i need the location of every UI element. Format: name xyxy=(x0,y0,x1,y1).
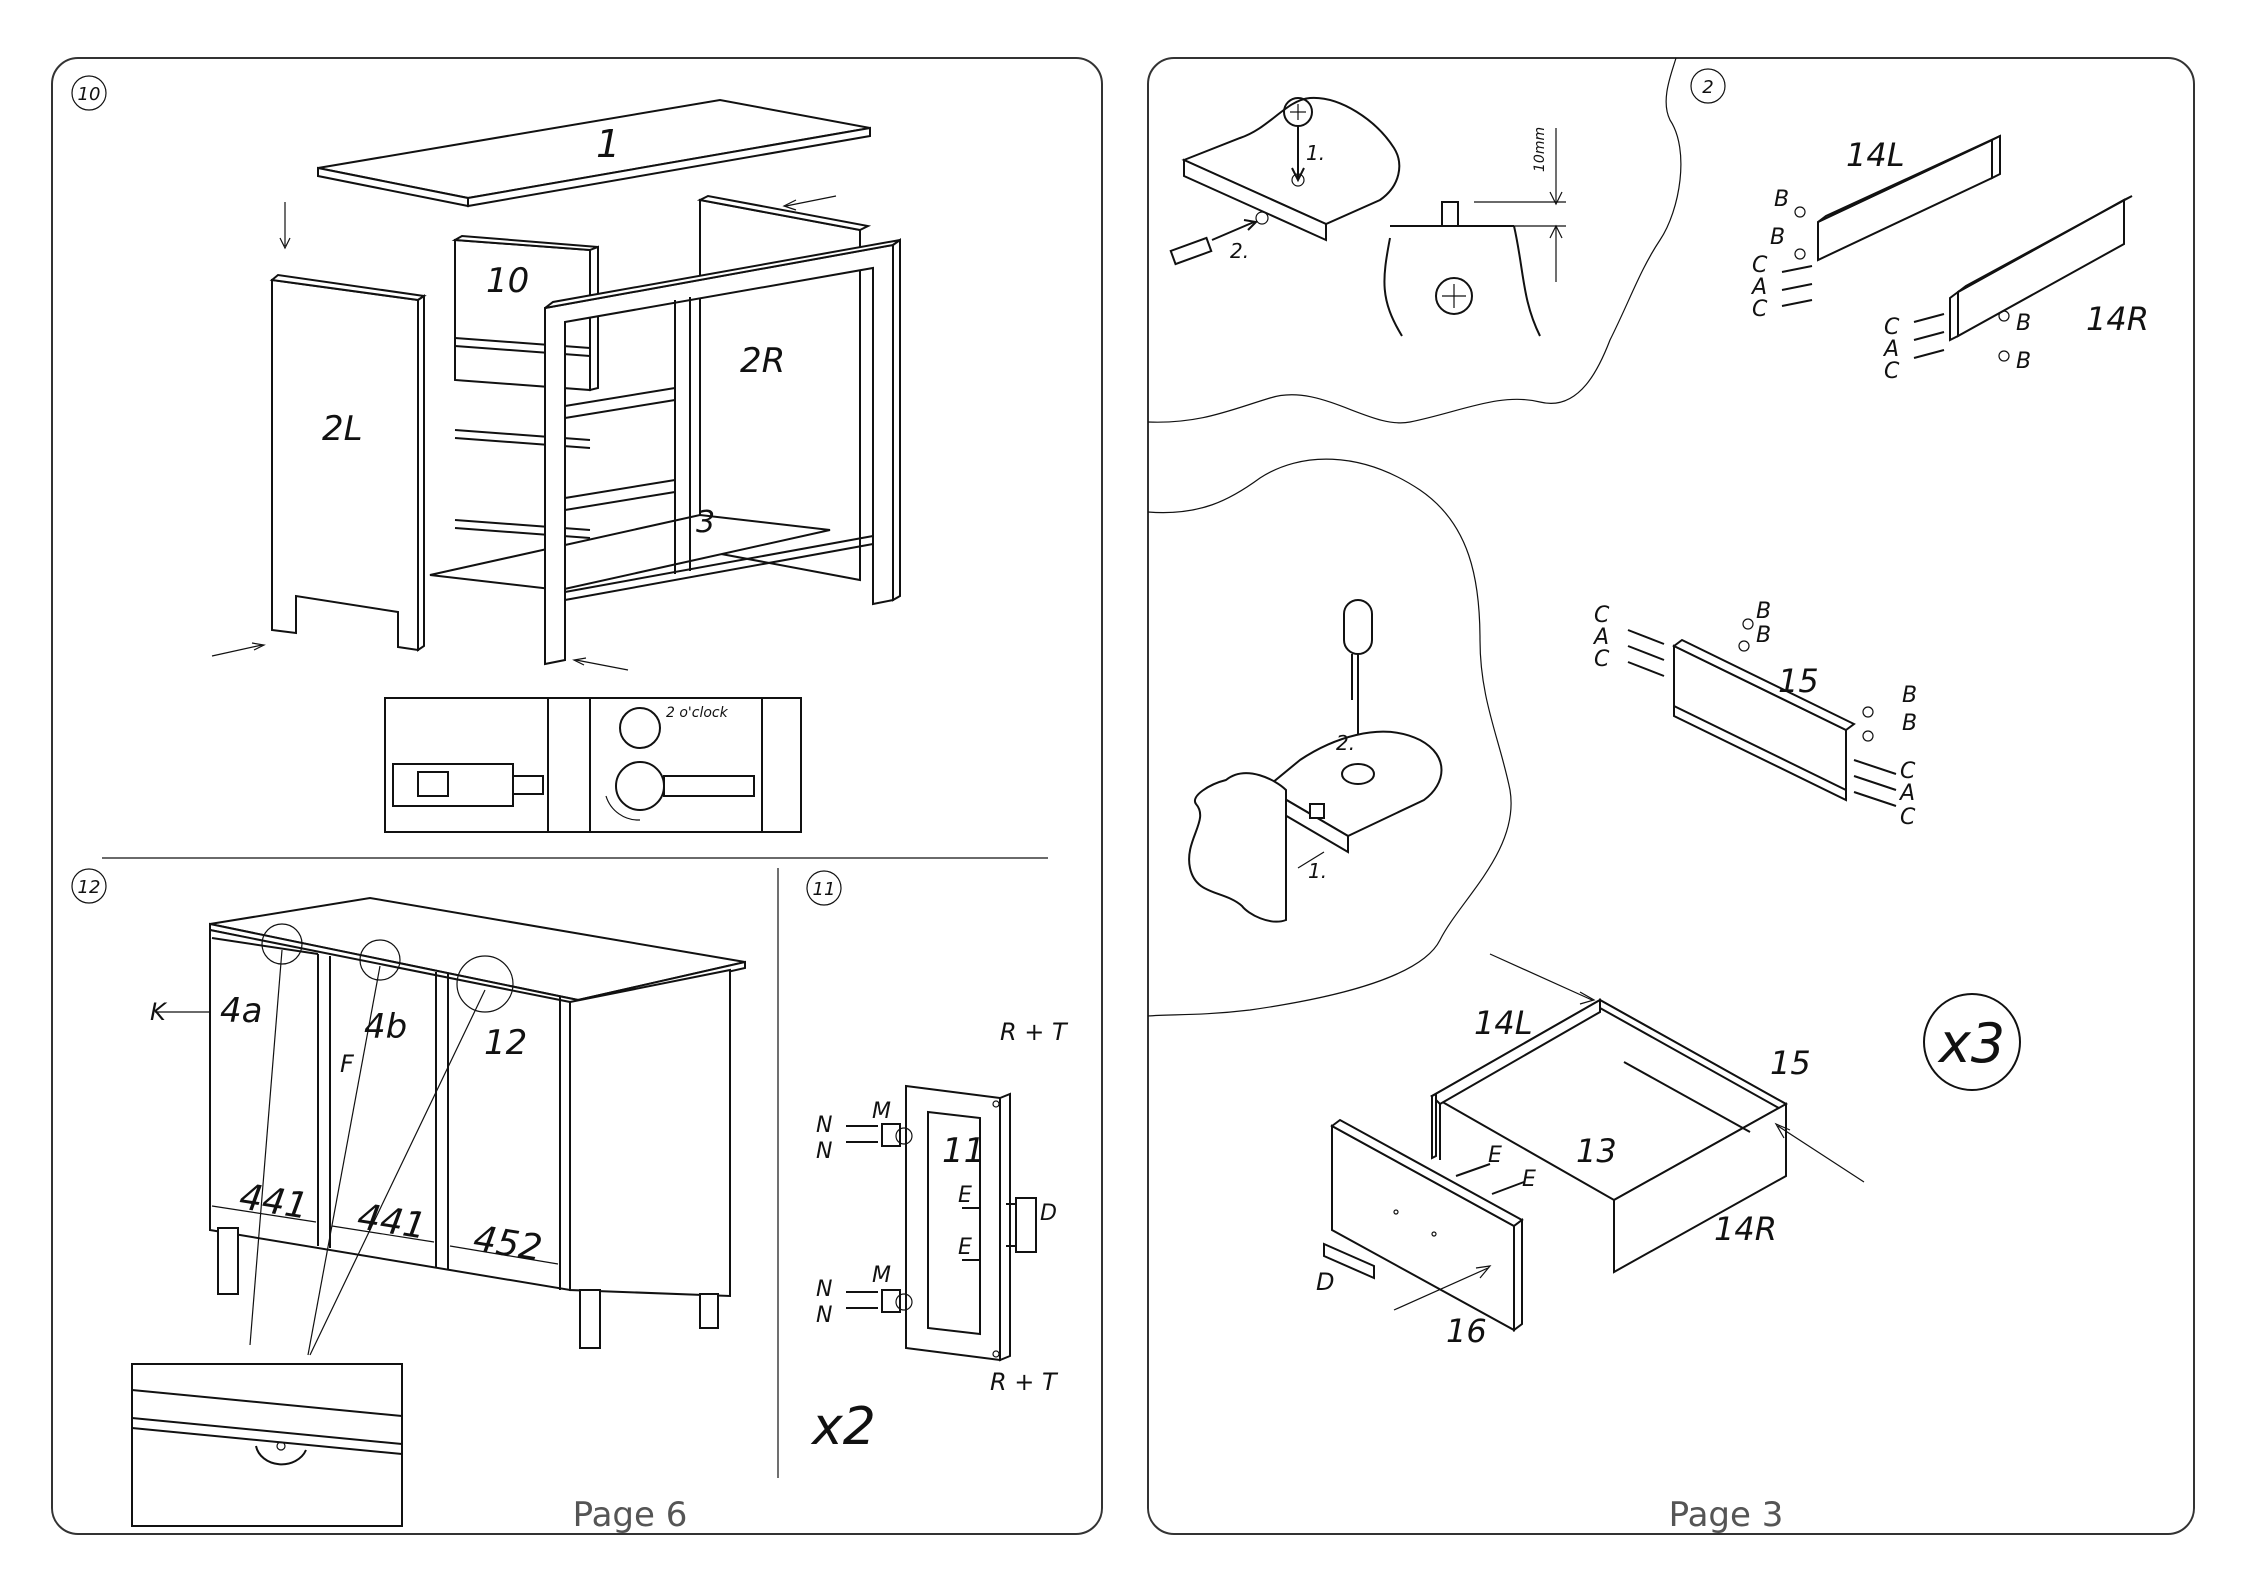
top-panel-1 xyxy=(318,100,870,206)
fitting-C: C xyxy=(1884,359,1900,384)
fitting-C: C xyxy=(1752,297,1768,322)
step-12-diagram: 12 xyxy=(72,869,745,1526)
part-label-11: 11 xyxy=(942,1131,985,1171)
drawer-part-14R: 14R xyxy=(1714,1210,1777,1248)
fitting-B: B xyxy=(1770,225,1785,250)
part-label-F: F xyxy=(340,1050,355,1078)
page-number: Page 3 xyxy=(1669,1495,1784,1535)
fitting-B: B xyxy=(1902,683,1917,708)
screw-step-1: 1. xyxy=(1308,859,1327,883)
step-number: 10 xyxy=(78,84,101,105)
cam-step-2: 2. xyxy=(1230,239,1249,263)
step-10-diagram: 10 1 10 xyxy=(72,76,900,832)
quantity-label: x2 xyxy=(810,1397,876,1457)
fitting-B: B xyxy=(1774,187,1789,212)
step-number: 11 xyxy=(813,879,836,900)
fitting-C: C xyxy=(1900,805,1916,830)
part-label-M: M xyxy=(872,1263,891,1288)
wavy-divider-middle xyxy=(1148,459,1511,1016)
part-label-1: 1 xyxy=(596,122,620,166)
part-label-2L: 2L xyxy=(322,409,363,449)
part-label-4a: 4a xyxy=(220,991,262,1031)
part-label-D: D xyxy=(1040,1201,1057,1226)
side-panel-2L xyxy=(272,275,424,650)
drawer-fitting-E: E xyxy=(1522,1167,1536,1192)
part-label-3: 3 xyxy=(696,505,715,540)
fitting-B: B xyxy=(2016,311,2031,336)
part-label-R-T-bottom: R + T xyxy=(990,1368,1059,1396)
part-label-E: E xyxy=(958,1183,972,1208)
side-panels-14 xyxy=(1782,136,2132,361)
cam-lock-detail xyxy=(385,698,801,832)
drawer-part-14L: 14L xyxy=(1474,1004,1533,1042)
hinge-detail-box xyxy=(132,1364,402,1526)
part-label-M: M xyxy=(872,1099,891,1124)
wavy-divider-top xyxy=(1148,58,1681,423)
part-label-K: K xyxy=(150,998,168,1026)
part-label-14R: 14R xyxy=(2086,300,2149,338)
part-label-N: N xyxy=(816,1113,832,1138)
page-number: Page 6 xyxy=(573,1495,688,1535)
part-label-10: 10 xyxy=(486,261,529,301)
part-label-N: N xyxy=(816,1303,832,1328)
fitting-B: B xyxy=(1902,711,1917,736)
fitting-B: B xyxy=(1756,599,1771,624)
part-label-2R: 2R xyxy=(740,341,785,381)
right-page: 2 1. 2. xyxy=(1148,58,2194,1535)
part-label-15: 15 xyxy=(1778,662,1819,700)
cam-fitting-detail xyxy=(1171,98,1400,264)
part-label-N: N xyxy=(816,1139,832,1164)
drawer-part-D: D xyxy=(1316,1268,1334,1296)
fitting-A: A xyxy=(1898,781,1915,806)
left-page: 10 1 10 xyxy=(52,58,1102,1535)
fitting-B: B xyxy=(2016,349,2031,374)
drawer-part-13: 13 xyxy=(1576,1132,1617,1170)
fitting-B: B xyxy=(1756,623,1771,648)
drawer-fitting-E: E xyxy=(1488,1143,1502,1168)
step-number: 2 xyxy=(1702,77,1713,98)
step-number: 12 xyxy=(78,877,101,898)
fitting-C: C xyxy=(1594,647,1610,672)
drawer-part-16: 16 xyxy=(1446,1312,1487,1350)
step-11-diagram: 11 R + T N xyxy=(807,871,1069,1457)
part-label-N: N xyxy=(816,1277,832,1302)
part-label-E: E xyxy=(958,1235,972,1260)
cabinet-front-view xyxy=(210,898,745,1348)
drawer-part-15: 15 xyxy=(1770,1044,1811,1082)
glass-door-panel xyxy=(846,1086,1036,1360)
part-label-14L: 14L xyxy=(1846,136,1905,174)
drawer-assembly xyxy=(1324,954,2020,1330)
detail-note: 2 o'clock xyxy=(666,705,729,721)
quantity-label: x3 xyxy=(1937,1012,2005,1075)
part-label-12: 12 xyxy=(484,1023,527,1063)
part-label-4b: 4b xyxy=(364,1007,407,1047)
screw-step-2: 2. xyxy=(1336,731,1355,755)
cam-step-1: 1. xyxy=(1306,141,1325,165)
depth-measure: 10mm xyxy=(1532,127,1548,172)
part-label-R-T-top: R + T xyxy=(1000,1018,1069,1046)
